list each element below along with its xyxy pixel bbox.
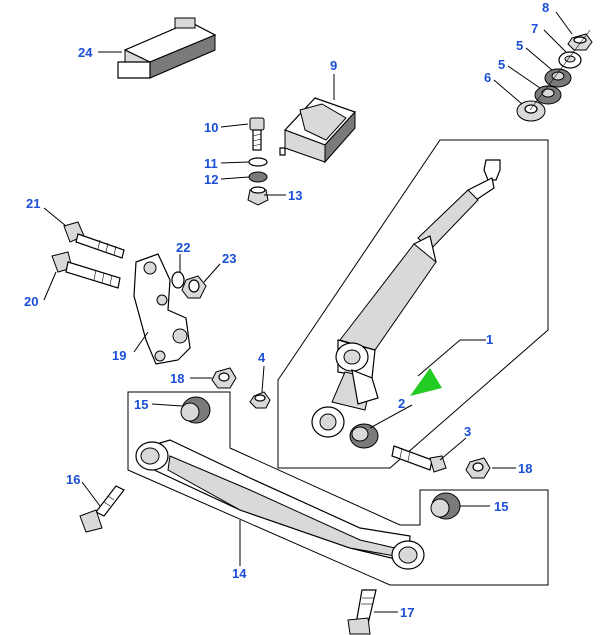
callout-2: 2 xyxy=(398,396,405,411)
part-5-bush-lower xyxy=(534,85,562,105)
callout-18-right: 18 xyxy=(518,461,532,476)
callout-5b: 5 xyxy=(498,57,505,72)
part-5-bush-upper xyxy=(544,68,572,88)
callout-5a: 5 xyxy=(516,38,523,53)
part-22-washer xyxy=(171,271,185,289)
part-12-washer xyxy=(248,171,268,183)
callout-20: 20 xyxy=(24,294,38,309)
leader-lines xyxy=(43,11,573,613)
callout-8: 8 xyxy=(542,0,549,15)
part-15-bush-left xyxy=(180,396,211,424)
part-17-bolt xyxy=(347,589,377,635)
callout-6: 6 xyxy=(484,70,491,85)
part-13-nut xyxy=(247,186,269,206)
callout-7: 7 xyxy=(531,21,538,36)
callout-11: 11 xyxy=(204,156,218,171)
callout-22: 22 xyxy=(176,240,190,255)
tie-rod-assembly-frame xyxy=(127,391,549,586)
callout-14: 14 xyxy=(232,566,247,581)
callout-12: 12 xyxy=(204,172,218,187)
callout-15-left: 15 xyxy=(134,397,148,412)
callout-15-right: 15 xyxy=(494,499,508,514)
part-21-bolt xyxy=(63,221,125,259)
part-10-bolt xyxy=(249,117,265,151)
part-15-bush-right xyxy=(430,492,461,520)
callout-24: 24 xyxy=(78,45,93,60)
callout-9: 9 xyxy=(330,58,337,73)
radius-arm-assembly-frame xyxy=(277,139,549,469)
part-16-bolt xyxy=(79,485,125,533)
part-18-nut-left xyxy=(211,367,237,389)
part-8-nut xyxy=(567,33,593,51)
part-18-nut-right xyxy=(465,457,491,479)
callout-19: 19 xyxy=(112,348,126,363)
part-9-mount xyxy=(279,97,357,164)
callout-4: 4 xyxy=(258,350,266,365)
callout-16: 16 xyxy=(66,472,80,487)
part-24-bracket xyxy=(117,17,217,79)
part-23-nut xyxy=(181,275,207,299)
part-6-bush xyxy=(516,100,546,122)
callout-labels: 24 9 10 11 12 13 8 7 5 5 6 21 22 23 20 1… xyxy=(24,0,549,620)
callout-17: 17 xyxy=(400,605,414,620)
part-20-bolt xyxy=(51,251,121,289)
callout-10: 10 xyxy=(204,120,218,135)
part-1-radius-arm xyxy=(311,159,501,438)
part-3-bolt xyxy=(391,445,447,473)
callout-13: 13 xyxy=(288,188,302,203)
part-4-nut xyxy=(249,391,271,409)
pointer-arrow xyxy=(410,368,442,396)
callout-21: 21 xyxy=(26,196,40,211)
part-19-bracket xyxy=(133,253,191,365)
callout-1: 1 xyxy=(486,332,493,347)
part-14-tie-rod xyxy=(135,439,425,570)
callout-18-left: 18 xyxy=(170,371,184,386)
callout-23: 23 xyxy=(222,251,236,266)
part-2-bush xyxy=(349,423,379,449)
part-11-washer xyxy=(248,157,268,167)
part-7-washer xyxy=(558,51,582,69)
callout-3: 3 xyxy=(464,424,471,439)
bush-stack-axis xyxy=(529,29,591,111)
